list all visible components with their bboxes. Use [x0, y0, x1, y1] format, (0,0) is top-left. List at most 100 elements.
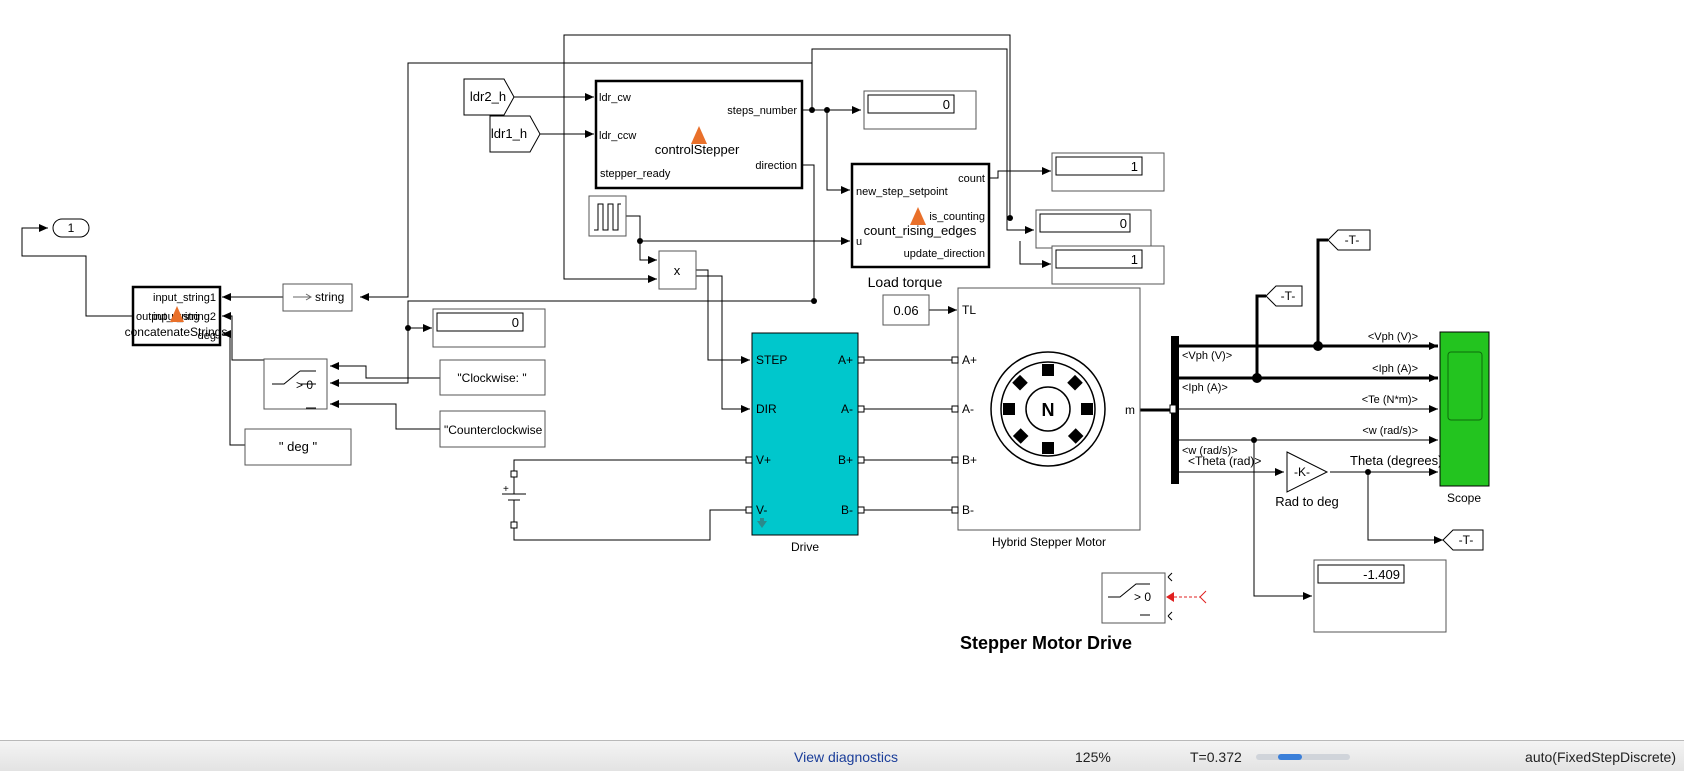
- bus-label-theta: <Theta (rad)>: [1188, 454, 1261, 468]
- switch-block[interactable]: > 0: [263, 358, 328, 410]
- concatenate-name: concatenateStrings: [125, 325, 228, 339]
- port-direction: direction: [755, 160, 797, 172]
- port-input-string2: input_string2: [153, 311, 216, 323]
- concatenate-strings-block[interactable]: input_string1 input_string2 deg output_s…: [125, 285, 228, 347]
- display-is-counting[interactable]: 0: [1035, 209, 1152, 249]
- display-theta[interactable]: -1.409: [1313, 559, 1447, 633]
- view-diagnostics-link[interactable]: View diagnostics: [794, 749, 899, 765]
- constant-load-torque[interactable]: 0.06: [882, 294, 930, 326]
- display-update-direction[interactable]: 1: [1051, 245, 1165, 285]
- goto-tag-2[interactable]: -T-: [1265, 285, 1303, 307]
- download-arrow-icon: [757, 518, 767, 528]
- goto-ldr1[interactable]: ldr1_h: [489, 115, 541, 153]
- gain-label: -K-: [1294, 465, 1310, 479]
- matlab-function-icon: [910, 207, 926, 225]
- port-output-string: output_string: [136, 311, 200, 323]
- display-update-direction-value: 1: [1131, 252, 1138, 267]
- count-rising-edges-name: count_rising_edges: [864, 223, 977, 238]
- unconnected-switch-label: > 0: [1134, 590, 1151, 604]
- stepper-motor-icon: [990, 351, 1106, 467]
- goto-ldr2[interactable]: ldr2_h: [463, 78, 515, 116]
- goto-tag-3-label: -T-: [1459, 533, 1474, 547]
- drive-port-dir: DIR: [756, 402, 777, 416]
- signal-iph: <Iph (A)>: [1372, 363, 1418, 375]
- port-input-string1: input_string1: [153, 292, 216, 304]
- simulation-progress: [1256, 754, 1350, 760]
- display-direction[interactable]: 0: [432, 308, 546, 348]
- bus-label-iph: <Iph (A)>: [1182, 382, 1228, 394]
- switch-icon: [1108, 583, 1150, 616]
- outport-block[interactable]: 1: [52, 218, 90, 238]
- constant-clockwise[interactable]: "Clockwise: ": [439, 359, 546, 396]
- dc-source-block[interactable]: +: [502, 470, 526, 529]
- signal-lines: [21, 34, 1443, 600]
- drive-block[interactable]: STEP DIR V+ V- A+ A- B+ B- Drive: [745, 332, 865, 554]
- outport-number: 1: [68, 221, 75, 235]
- motor-port-aminus: A-: [962, 402, 974, 416]
- motor-port-bplus: B+: [962, 453, 977, 467]
- pulse-wave-icon: [594, 203, 621, 231]
- control-stepper-block[interactable]: ldr_cw ldr_ccw stepper_ready steps_numbe…: [594, 79, 804, 190]
- control-stepper-name: controlStepper: [655, 142, 740, 157]
- scope-block[interactable]: Scope: [1439, 331, 1490, 505]
- junction-dots: [405, 107, 1371, 475]
- motor-port-tl: TL: [962, 303, 976, 317]
- port-new-step-setpoint: new_step_setpoint: [856, 186, 948, 198]
- bus-label-w: <w (rad/s)>: [1182, 445, 1238, 457]
- drive-name: Drive: [791, 540, 819, 554]
- display-count[interactable]: 1: [1051, 152, 1165, 192]
- battery-icon: [502, 477, 526, 522]
- goto-tag-3[interactable]: -T-: [1442, 529, 1484, 551]
- constant-clockwise-value: "Clockwise: ": [457, 371, 526, 385]
- bus-selector-block[interactable]: [1169, 336, 1179, 484]
- bus-label-vph: <Vph (V)>: [1182, 350, 1232, 362]
- zoom-level[interactable]: 125%: [1075, 749, 1111, 765]
- signal-vph: <Vph (V)>: [1368, 331, 1418, 343]
- display-direction-value: 0: [512, 315, 519, 330]
- drive-port-vplus: V+: [756, 453, 771, 467]
- port-steps-number: steps_number: [727, 105, 797, 117]
- simulation-time: T=0.372: [1190, 749, 1242, 765]
- motor-name: Hybrid Stepper Motor: [992, 535, 1106, 549]
- drive-port-step: STEP: [756, 353, 787, 367]
- to-string-label: string: [315, 290, 344, 304]
- display-count-value: 1: [1131, 159, 1138, 174]
- svg-text:+: +: [503, 484, 509, 495]
- drive-port-bminus: B-: [841, 503, 853, 517]
- signal-te: <Te (N*m)>: [1362, 394, 1418, 406]
- gain-block[interactable]: -K- Rad to deg: [1275, 451, 1339, 509]
- product-symbol: x: [674, 263, 681, 278]
- display-theta-value: -1.409: [1363, 567, 1400, 582]
- gain-name: Rad to deg: [1275, 494, 1339, 509]
- drive-port-aplus: A+: [838, 353, 853, 367]
- load-torque-value: 0.06: [893, 303, 918, 318]
- model-canvas[interactable]: ldr2_h ldr1_h ldr_cw ldr_ccw stepper_rea…: [0, 0, 1684, 740]
- constant-deg[interactable]: " deg ": [244, 428, 352, 466]
- display-steps[interactable]: 0: [863, 90, 977, 130]
- switch-icon: [272, 370, 316, 409]
- hybrid-stepper-motor-block[interactable]: TL A+ A- B+ B- m N Hybrid Stepp: [951, 287, 1141, 549]
- status-bar: View diagnostics 125% T=0.372 auto(Fixed…: [0, 740, 1684, 771]
- to-string-block[interactable]: string: [282, 283, 353, 312]
- matlab-function-icon: [691, 126, 707, 144]
- port-ldr-ccw: ldr_ccw: [599, 130, 636, 142]
- goto-tag-2-label: -T-: [1281, 289, 1296, 303]
- motor-port-aplus: A+: [962, 353, 977, 367]
- drive-port-aminus: A-: [841, 402, 853, 416]
- port-update-direction: update_direction: [904, 248, 985, 260]
- signal-theta-deg: Theta (degrees): [1350, 453, 1443, 468]
- matlab-function-icon: [170, 306, 184, 322]
- unconnected-switch-block[interactable]: > 0: [1101, 572, 1207, 624]
- constant-deg-value: " deg ": [279, 439, 318, 454]
- pulse-generator-block[interactable]: [588, 195, 627, 237]
- unconnected-port-icon: [1166, 592, 1174, 602]
- solver-name[interactable]: auto(FixedStepDiscrete): [1525, 749, 1676, 765]
- constant-counterclockwise[interactable]: "Counterclockwise: [439, 410, 546, 448]
- count-rising-edges-block[interactable]: new_step_setpoint u count is_counting up…: [850, 162, 991, 269]
- constant-counterclockwise-value: "Counterclockwise: [444, 423, 543, 437]
- product-block[interactable]: x: [658, 250, 697, 290]
- motor-port-bminus: B-: [962, 503, 974, 517]
- goto-tag-1[interactable]: -T-: [1327, 229, 1371, 251]
- scope-name: Scope: [1447, 491, 1481, 505]
- port-deg: deg: [198, 330, 216, 342]
